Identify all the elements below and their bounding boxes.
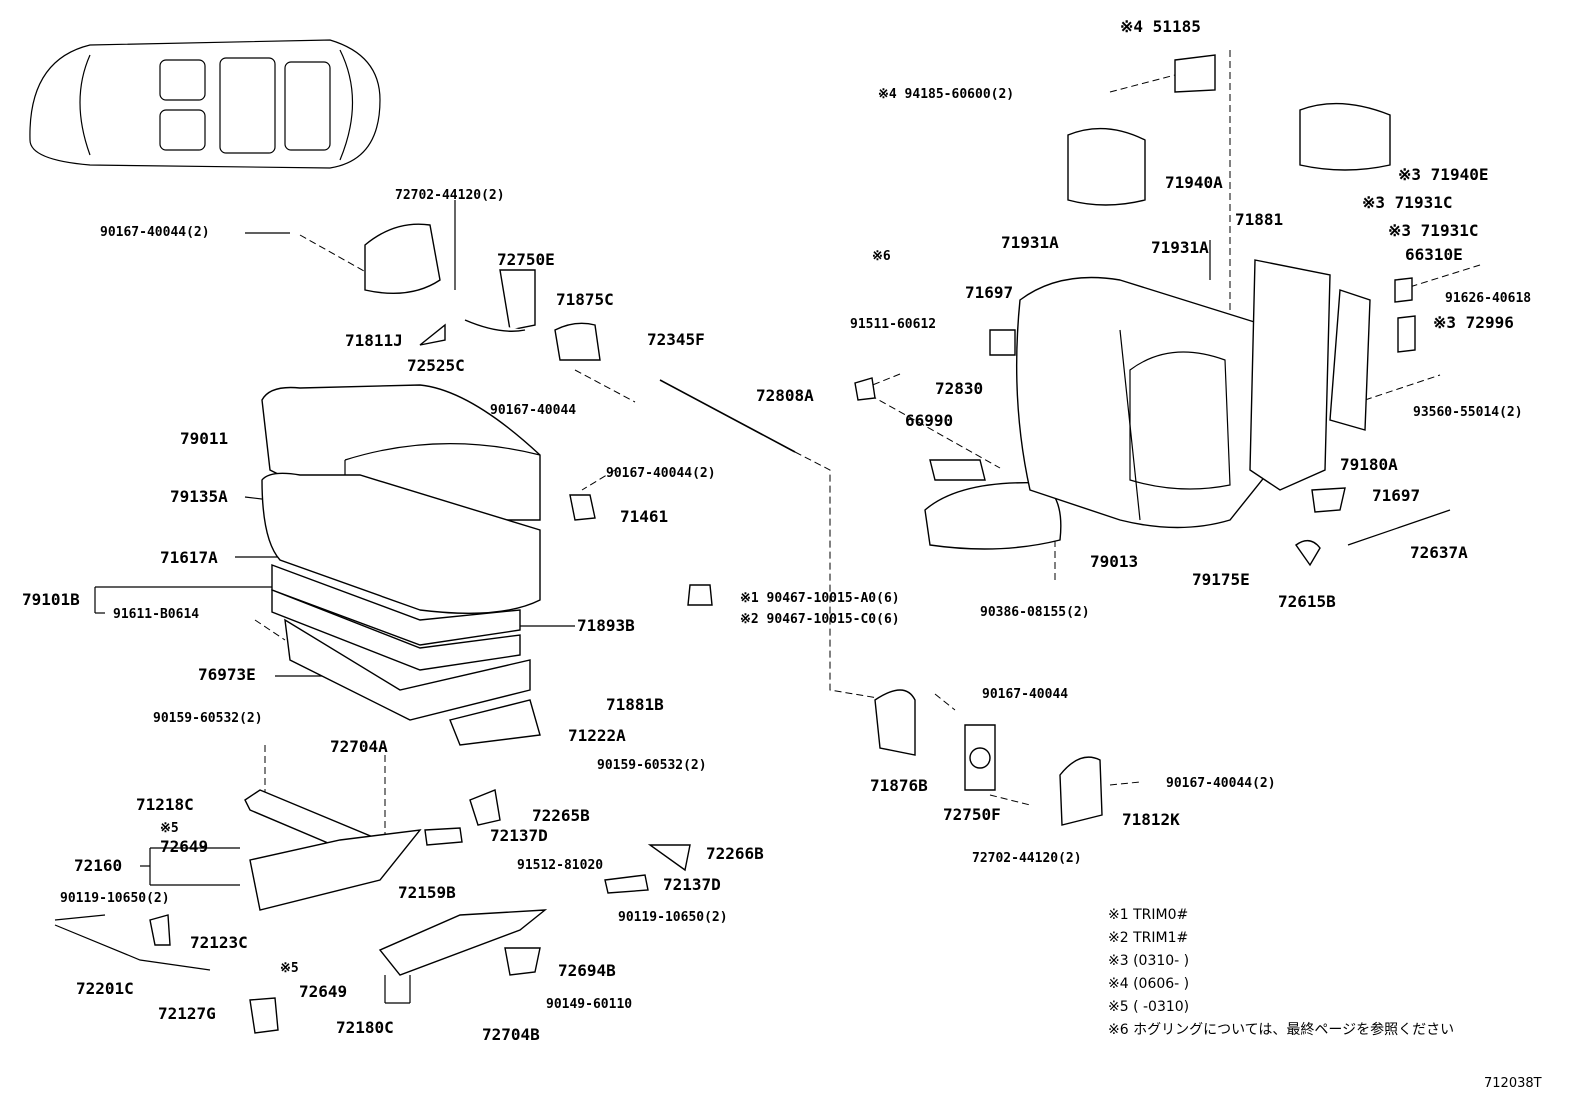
- label-72201C: 72201C: [76, 979, 134, 998]
- label-71697-2: 71697: [1372, 486, 1421, 505]
- label-79101B: 79101B: [22, 590, 80, 609]
- label-72649-a: 72649: [160, 837, 209, 856]
- label-71931A-1: 71931A: [1001, 233, 1059, 252]
- label-71875C: 71875C: [556, 290, 614, 309]
- label-90167-b: 90167-40044: [490, 403, 577, 418]
- label-90159-a: 90159-60532(2): [153, 711, 263, 726]
- label-72704A: 72704A: [330, 737, 388, 756]
- label-72127G: 72127G: [158, 1004, 216, 1023]
- label-71893B: 71893B: [577, 616, 635, 635]
- label-91511: 91511-60612: [850, 317, 937, 332]
- vehicle-locator-icon: [29, 39, 381, 169]
- footnote-3: ※3 (0310- ): [1108, 953, 1190, 969]
- seat-cushion-illustration: [254, 384, 541, 721]
- label-90467-c0: ※2 90467-10015-C0(6): [740, 612, 900, 627]
- label-90467-a0: ※1 90467-10015-A0(6): [740, 591, 900, 606]
- label-72137D-a: 72137D: [490, 826, 548, 845]
- label-90167-d: 90167-40044: [982, 687, 1069, 702]
- label-72830: 72830: [935, 379, 984, 398]
- label-90119-a: 90119-10650(2): [60, 891, 170, 906]
- label-72649-b: 72649: [299, 982, 348, 1001]
- label-72702-bot: 72702-44120(2): [972, 851, 1082, 866]
- label-94185: ※4 94185-60600(2): [878, 87, 1015, 102]
- label-79011: 79011: [180, 429, 229, 448]
- figure-id: 712038T: [1484, 1076, 1542, 1091]
- label-star5-a: ※5: [160, 821, 179, 836]
- label-72702-top: 72702-44120(2): [395, 188, 505, 203]
- label-91626: 91626-40618: [1445, 291, 1532, 306]
- label-72525C: 72525C: [407, 356, 465, 375]
- seat-back-illustration: [1015, 102, 1391, 529]
- label-72750F: 72750F: [943, 805, 1001, 824]
- label-91512: 91512-81020: [517, 858, 604, 873]
- footnote-1: ※1 TRIM0#: [1108, 907, 1189, 923]
- label-71697-1: 71697: [965, 283, 1014, 302]
- label-72137D-b: 72137D: [663, 875, 721, 894]
- label-79180A: 79180A: [1340, 455, 1398, 474]
- label-90167-a: 90167-40044(2): [100, 225, 210, 240]
- label-71617A: 71617A: [160, 548, 218, 567]
- label-71876B: 71876B: [870, 776, 928, 795]
- label-72694B: 72694B: [558, 961, 616, 980]
- label-51185: ※4 51185: [1120, 17, 1201, 36]
- label-72160: 72160: [74, 856, 123, 875]
- label-72808A: 72808A: [756, 386, 814, 405]
- footnote-4: ※4 (0606- ): [1108, 976, 1190, 992]
- label-72345F: 72345F: [647, 330, 705, 349]
- label-79175E: 79175E: [1192, 570, 1250, 589]
- label-79013: 79013: [1090, 552, 1139, 571]
- label-71931A-2: 71931A: [1151, 238, 1209, 257]
- label-71222A: 71222A: [568, 726, 626, 745]
- footnote-5: ※5 ( -0310): [1108, 999, 1190, 1015]
- label-72704B: 72704B: [482, 1025, 540, 1044]
- label-72159B: 72159B: [398, 883, 456, 902]
- label-90159-b: 90159-60532(2): [597, 758, 707, 773]
- label-72637A: 72637A: [1410, 543, 1468, 562]
- label-79135A: 79135A: [170, 487, 228, 506]
- label-93560: 93560-55014(2): [1413, 405, 1523, 420]
- label-72180C: 72180C: [336, 1018, 394, 1037]
- label-91611: 91611-B0614: [113, 607, 200, 622]
- label-71812K: 71812K: [1122, 810, 1180, 829]
- footnote-2: ※2 TRIM1#: [1108, 930, 1189, 946]
- label-71931C-1: ※3 71931C: [1362, 193, 1453, 212]
- label-71940E: ※3 71940E: [1398, 165, 1489, 184]
- label-90167-e: 90167-40044(2): [1166, 776, 1276, 791]
- label-66310E: 66310E: [1405, 245, 1463, 264]
- label-ring-note: ※6: [872, 249, 891, 264]
- label-76973E: 76973E: [198, 665, 256, 684]
- label-72266B: 72266B: [706, 844, 764, 863]
- label-71218C: 71218C: [136, 795, 194, 814]
- label-72615B: 72615B: [1278, 592, 1336, 611]
- label-star5-b: ※5: [280, 961, 299, 976]
- label-72750E: 72750E: [497, 250, 555, 269]
- label-71461: 71461: [620, 507, 669, 526]
- footnote-6: ※6 ホグリングについては、最終ページを参照ください: [1108, 1022, 1455, 1038]
- label-90167-c: 90167-40044(2): [606, 466, 716, 481]
- label-90119-b: 90119-10650(2): [618, 910, 728, 925]
- label-90149: 90149-60110: [546, 997, 633, 1012]
- label-72996: ※3 72996: [1433, 313, 1514, 332]
- label-71940A: 71940A: [1165, 173, 1223, 192]
- label-90386: 90386-08155(2): [980, 605, 1090, 620]
- small-parts: [149, 54, 1451, 1034]
- label-71811J: 71811J: [345, 331, 403, 350]
- label-66990: 66990: [905, 411, 954, 430]
- label-72265B: 72265B: [532, 806, 590, 825]
- label-71931C-2: ※3 71931C: [1388, 221, 1479, 240]
- label-72123C: 72123C: [190, 933, 248, 952]
- seat-rail-illustration: [54, 699, 548, 976]
- label-71881: 71881: [1235, 210, 1284, 229]
- footnotes: ※1 TRIM0# ※2 TRIM1# ※3 (0310- ) ※4 (0606…: [1108, 904, 1454, 1042]
- label-71881B: 71881B: [606, 695, 664, 714]
